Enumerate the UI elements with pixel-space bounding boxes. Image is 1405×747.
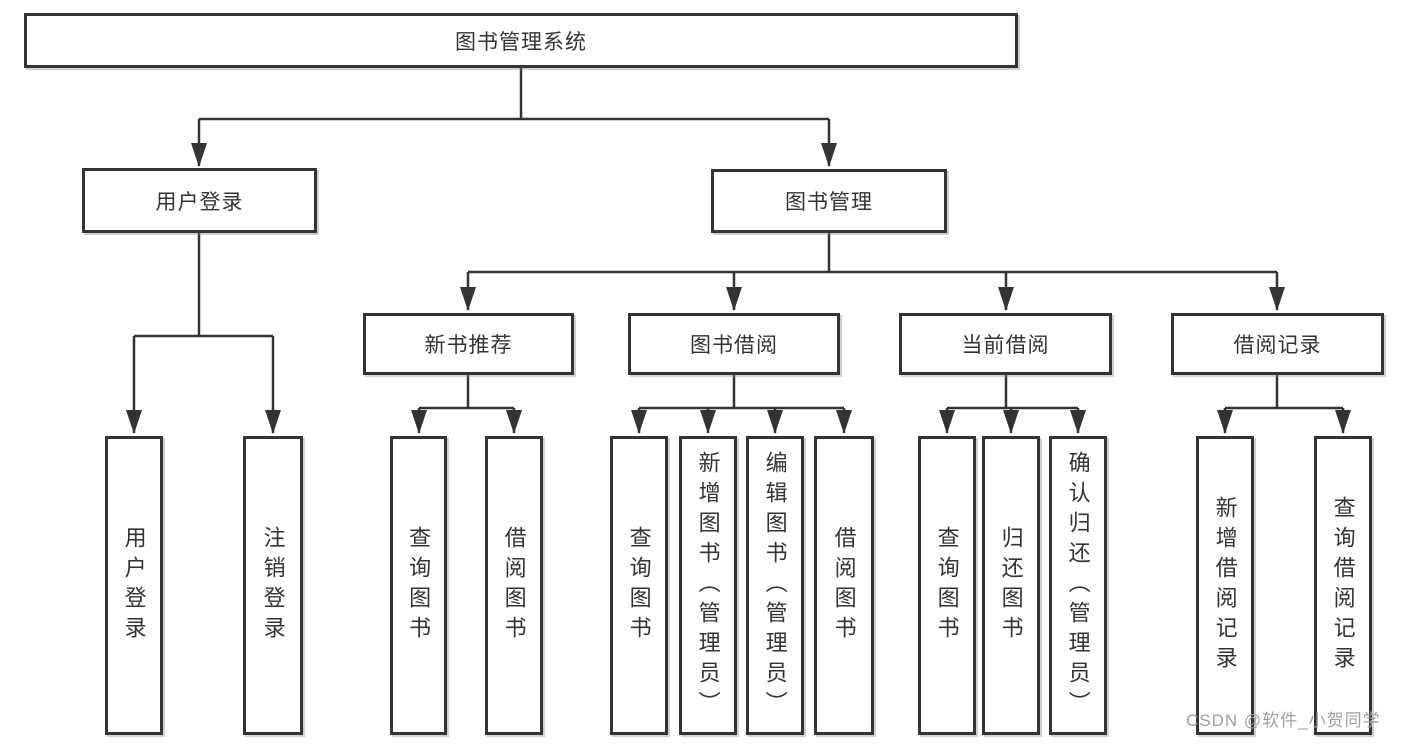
leaf-borrow-books-label: 借阅图书 [831,525,857,646]
leaf-query-books-borrowing-label: 查询图书 [626,525,652,646]
leaf-add-books-admin-label: 新增图书（管理员） [695,450,721,721]
node-user-login-branch: 用户登录 [82,168,317,233]
leaf-add-borrow-record: 新增借阅记录 [1196,436,1254,735]
leaf-return-books-label: 归还图书 [998,525,1024,646]
leaf-edit-books-admin: 编辑图书（管理员） [746,436,804,735]
leaf-logout: 注销登录 [243,436,303,735]
leaf-query-borrow-record-label: 查询借阅记录 [1330,495,1356,676]
leaf-query-books-recommend: 查询图书 [390,436,447,735]
leaf-user-login: 用户登录 [105,436,163,735]
leaf-confirm-return-admin-label: 确认归还（管理员） [1065,450,1091,721]
watermark-text: CSDN @软件_小贺同学 [1186,711,1381,730]
leaf-return-books: 归还图书 [982,436,1040,735]
node-new-book-recommendation: 新书推荐 [363,313,574,375]
leaf-add-books-admin: 新增图书（管理员） [679,436,737,735]
leaf-query-books-recommend-label: 查询图书 [406,525,432,646]
leaf-borrow-books-recommend: 借阅图书 [485,436,543,735]
node-current-borrowing: 当前借阅 [899,313,1112,375]
node-borrowing-records: 借阅记录 [1171,313,1384,375]
leaf-logout-label: 注销登录 [260,525,286,646]
leaf-query-books-borrowing: 查询图书 [610,436,668,735]
leaf-query-books-current: 查询图书 [918,436,976,735]
leaf-user-login-label: 用户登录 [121,525,147,646]
node-book-management-branch: 图书管理 [711,169,947,233]
node-root-system: 图书管理系统 [24,13,1018,68]
leaf-add-borrow-record-label: 新增借阅记录 [1212,495,1238,676]
leaf-query-books-current-label: 查询图书 [934,525,960,646]
leaf-borrow-books: 借阅图书 [814,436,874,735]
leaf-edit-books-admin-label: 编辑图书（管理员） [762,450,788,721]
leaf-borrow-books-recommend-label: 借阅图书 [501,525,527,646]
leaf-query-borrow-record: 查询借阅记录 [1314,436,1372,735]
node-book-borrowing: 图书借阅 [628,313,840,375]
leaf-confirm-return-admin: 确认归还（管理员） [1049,436,1107,735]
